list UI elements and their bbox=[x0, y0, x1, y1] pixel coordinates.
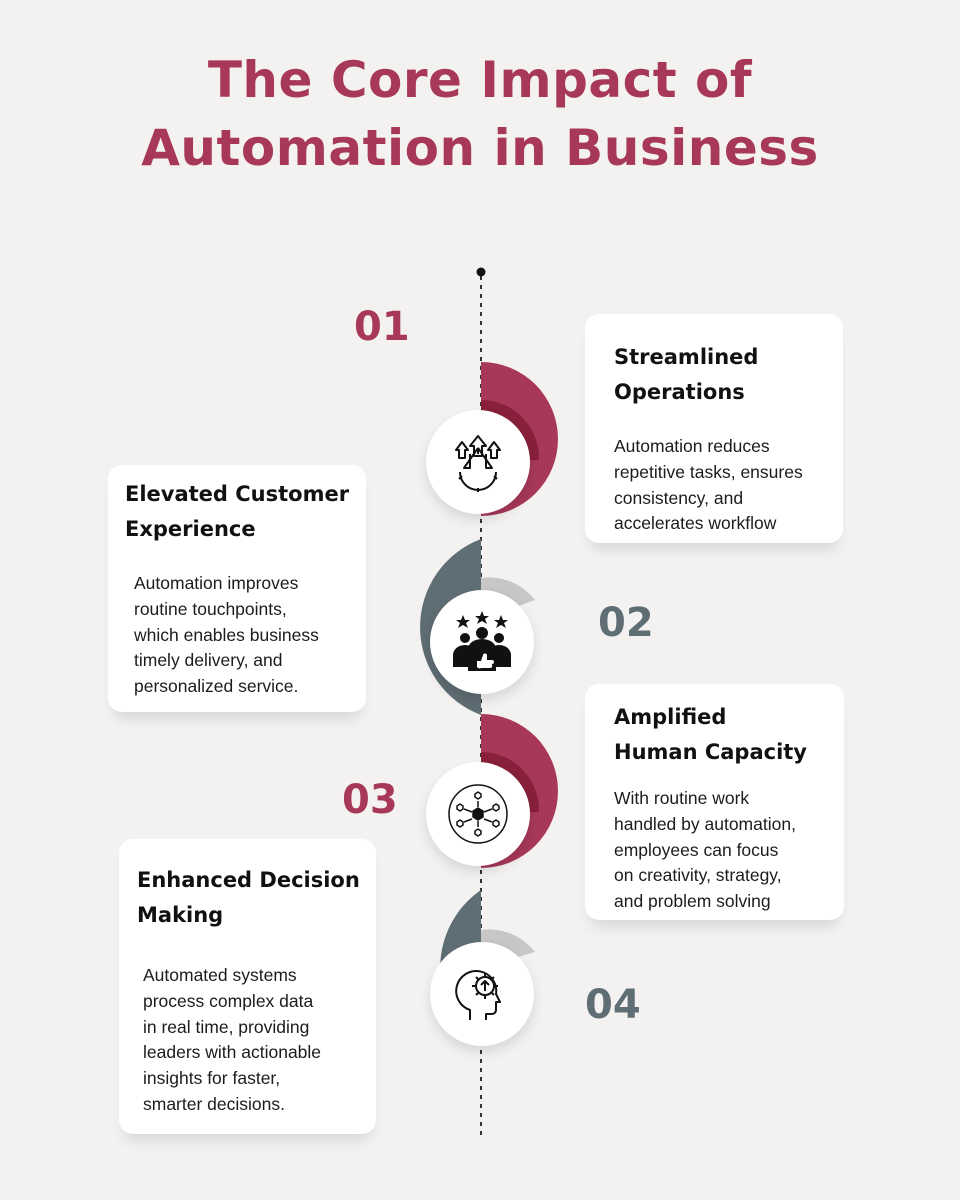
step-1-icon-circle bbox=[426, 410, 530, 514]
step-4-number: 04 bbox=[585, 982, 641, 1028]
step-1-description: Automation reduces repetitive tasks, ens… bbox=[614, 436, 803, 534]
step-4-description: Automated systems process complex data i… bbox=[143, 965, 322, 1114]
customer-rating-icon bbox=[453, 611, 511, 671]
timeline-start-dot bbox=[476, 267, 486, 277]
step-1-title: Streamlined Operations bbox=[614, 345, 759, 404]
network-cubes-icon bbox=[448, 784, 508, 844]
page-title-line-2: Automation in Business bbox=[141, 119, 819, 177]
brain-gear-icon bbox=[455, 970, 501, 1020]
step-2-card: Elevated Customer Experience Automation … bbox=[108, 465, 366, 712]
step-3-title: Amplified Human Capacity bbox=[614, 705, 807, 764]
step-2-title: Elevated Customer Experience bbox=[125, 482, 350, 541]
step-3-description: With routine work handled by automation,… bbox=[614, 788, 796, 912]
step-4-icon-circle bbox=[430, 942, 534, 1046]
step-1-number: 01 bbox=[354, 304, 410, 350]
step-4-card: Enhanced Decision Making Automated syste… bbox=[119, 839, 376, 1134]
growth-gear-icon bbox=[455, 435, 501, 492]
page-title: The Core Impact of Automation in Busines… bbox=[0, 46, 960, 182]
step-1-card: Streamlined Operations Automation reduce… bbox=[585, 314, 843, 543]
step-3-number: 03 bbox=[342, 777, 398, 823]
step-2-description: Automation improves routine touchpoints,… bbox=[134, 573, 319, 697]
step-4-title: Enhanced Decision Making bbox=[137, 868, 360, 927]
step-2-number: 02 bbox=[598, 600, 654, 646]
step-3-card: Amplified Human Capacity With routine wo… bbox=[585, 684, 844, 920]
step-3-icon-circle bbox=[426, 762, 530, 866]
step-2-icon-circle bbox=[430, 590, 534, 694]
page-title-line-1: The Core Impact of bbox=[207, 51, 753, 109]
